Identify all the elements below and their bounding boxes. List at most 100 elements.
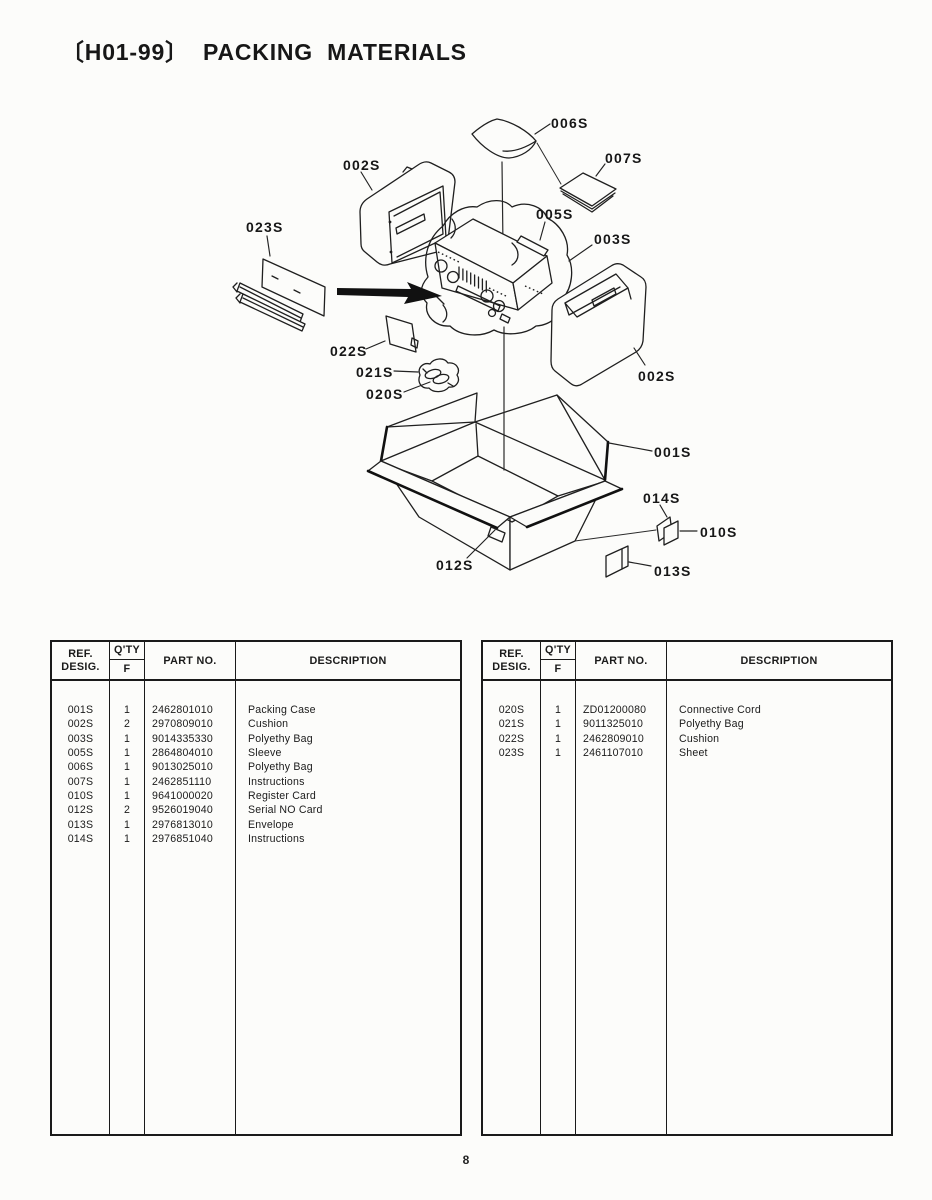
cell-desc: Sleeve <box>248 747 282 760</box>
table-header: REF. DESIG. Q'TY F PART NO. DESCRIPTION <box>52 642 460 681</box>
cell-desc: Packing Case <box>248 704 316 716</box>
cell-ref: 003S <box>67 732 94 745</box>
table-header: REF. DESIG. Q'TY F PART NO. DESCRIPTION <box>483 642 891 681</box>
page-title: 〔H01-99〕 PACKING MATERIALS <box>61 39 467 65</box>
cell-ref: 010S <box>67 790 94 803</box>
header-part-no: PART NO. <box>145 642 236 679</box>
cell-part: 2462801010 <box>152 704 213 716</box>
cell-ref: 021S <box>498 718 525 731</box>
parts-table-left: REF. DESIG. Q'TY F PART NO. DESCRIPTION … <box>50 640 462 1136</box>
amplifier-unit <box>434 218 553 324</box>
cell-qty: 1 <box>123 775 131 788</box>
cell-desc: Envelope <box>248 818 294 831</box>
cell-desc: Instructions <box>248 775 305 788</box>
cell-part: 2462851110 <box>152 775 212 788</box>
cell-qty: 1 <box>123 732 131 745</box>
header-qty: Q'TY F <box>110 642 145 679</box>
sheet-023s <box>232 258 326 332</box>
polyethylene-bag-003s <box>420 199 573 336</box>
part-label-023s: 023S <box>246 219 284 235</box>
packing-case-001s <box>366 392 624 571</box>
cell-part: 2976813010 <box>152 818 213 831</box>
cell-desc: Cushion <box>679 732 720 745</box>
cell-ref: 002S <box>67 718 94 731</box>
cell-qty: 2 <box>123 804 131 817</box>
part-label-010s: 010S <box>700 524 738 540</box>
cell-desc: Polyethy Bag <box>248 732 313 745</box>
part-label-012s: 012S <box>436 557 474 573</box>
header-ref-desig: REF. DESIG. <box>483 642 541 679</box>
cell-part: 9526019040 <box>152 804 213 817</box>
cell-ref: 022S <box>498 732 525 745</box>
parts-table-right: REF. DESIG. Q'TY F PART NO. DESCRIPTION … <box>481 640 893 1136</box>
part-label-013s: 013S <box>654 563 692 579</box>
cell-ref: 012S <box>67 804 94 817</box>
part-label-022s: 022S <box>330 343 368 359</box>
cell-part: 2976851040 <box>152 833 213 846</box>
cell-part: 2461107010 <box>583 747 644 760</box>
cell-desc: Sheet <box>679 747 708 760</box>
header-qty: Q'TY F <box>541 642 576 679</box>
cell-part: 2864804010 <box>152 747 213 760</box>
cell-qty: 1 <box>123 761 131 774</box>
part-label-001s: 001S <box>654 444 692 460</box>
cell-ref: 005S <box>67 747 94 760</box>
part-label-003s: 003S <box>594 231 632 247</box>
cell-part: 9641000020 <box>152 790 213 803</box>
part-label-020s: 020S <box>366 386 404 402</box>
cell-qty: 1 <box>554 718 562 731</box>
cell-ref: 014S <box>67 833 94 846</box>
instructions-booklet-007s <box>559 172 617 213</box>
packing-direction-arrow <box>337 282 442 304</box>
cell-ref: 006S <box>67 761 94 774</box>
cell-desc: Serial NO Card <box>248 804 323 817</box>
exploded-packing-diagram: 006S 007S 002S 023S 005S 003S 022S 021S … <box>232 115 738 579</box>
cell-desc: Instructions <box>248 833 305 846</box>
cell-part: ZD01200080 <box>583 704 647 716</box>
envelope-013s <box>605 545 629 578</box>
part-label-002s-left: 002S <box>343 157 381 173</box>
cell-qty: 2 <box>123 718 131 731</box>
cell-qty: 1 <box>123 790 131 803</box>
cushion-piece-022s <box>385 315 419 353</box>
cell-desc: Connective Cord <box>679 704 761 716</box>
cell-qty: 1 <box>554 732 562 745</box>
cell-qty: 1 <box>123 704 131 716</box>
cell-ref: 023S <box>498 747 525 760</box>
part-label-007s: 007S <box>605 150 643 166</box>
flat-bag-006s <box>471 118 537 159</box>
cell-desc: Polyethy Bag <box>248 761 313 774</box>
cell-part: 2970809010 <box>152 718 213 731</box>
cushion-right-002s <box>550 263 647 387</box>
cell-qty: 1 <box>123 818 131 831</box>
cell-desc: Cushion <box>248 718 289 731</box>
cell-part: 9011325010 <box>583 718 644 731</box>
cell-ref: 013S <box>67 818 94 831</box>
part-label-002s-right: 002S <box>638 368 676 384</box>
cell-ref: 001S <box>67 704 94 716</box>
header-ref-desig: REF. DESIG. <box>52 642 110 679</box>
cell-qty: 1 <box>554 704 562 716</box>
header-description: DESCRIPTION <box>740 654 818 667</box>
part-label-021s: 021S <box>356 364 394 380</box>
part-label-006s: 006S <box>551 115 589 131</box>
cell-qty: 1 <box>554 747 562 760</box>
page-number: 8 <box>462 1153 470 1167</box>
cell-desc: Register Card <box>248 790 316 803</box>
header-part-no: PART NO. <box>576 642 667 679</box>
cell-qty: 1 <box>123 833 131 846</box>
serial-card-slot-012s <box>487 526 506 543</box>
leader-lines <box>266 123 698 567</box>
cards-010s-014s <box>656 516 679 546</box>
header-description: DESCRIPTION <box>309 654 387 667</box>
cell-ref: 020S <box>498 704 525 716</box>
